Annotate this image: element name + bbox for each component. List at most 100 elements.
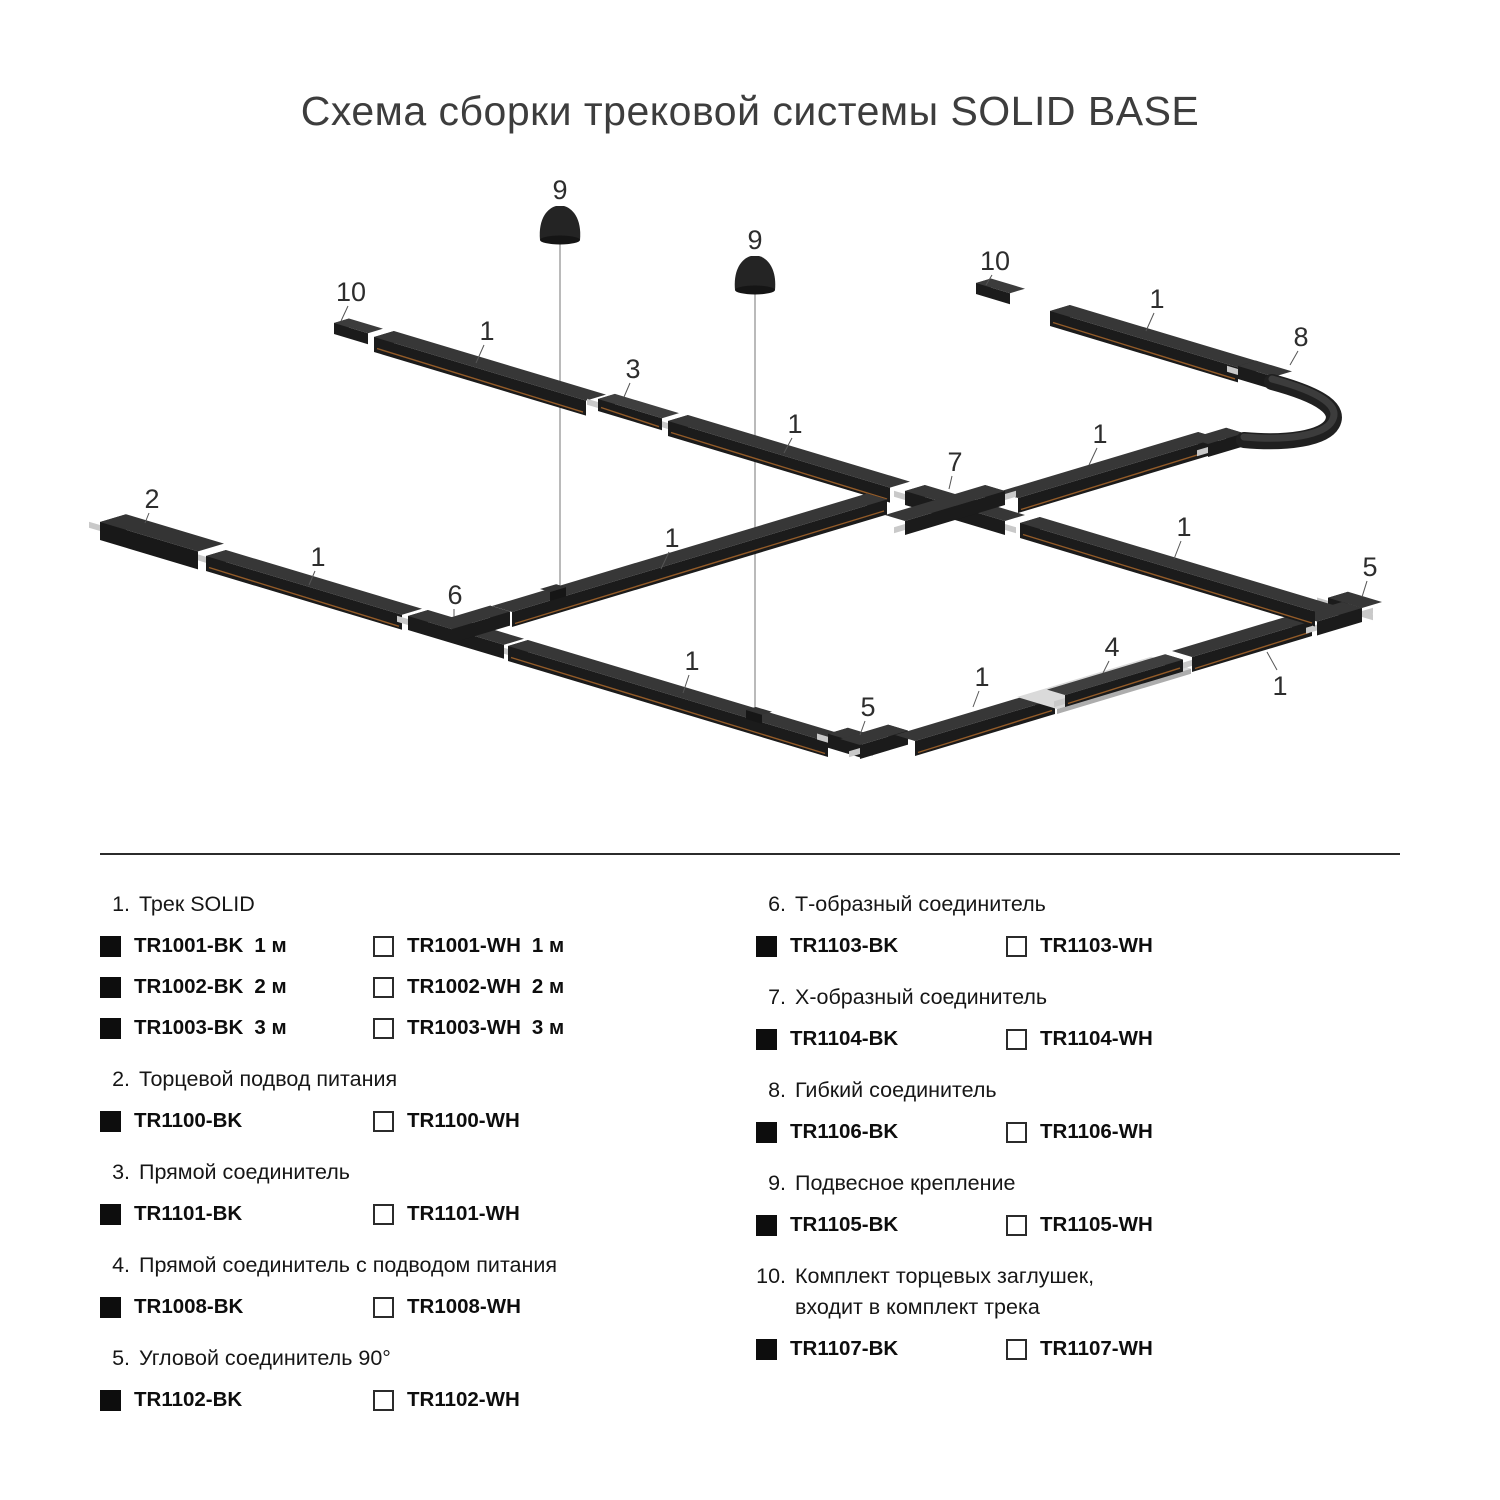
label-leader-line: [1102, 660, 1110, 674]
item-title-line2: входит в комплект трека: [795, 1295, 1040, 1319]
code-cell: TR1100-BK: [100, 1109, 373, 1133]
label-leader-line: [1173, 540, 1182, 560]
item-name: Подвесное крепление: [795, 1171, 1016, 1195]
part-number-label: 1: [310, 542, 325, 572]
code-cell: TR1107-WH: [1006, 1337, 1164, 1361]
label-leader-line: [972, 690, 980, 708]
track-piece: [998, 432, 1218, 513]
item-number: 6.: [768, 892, 786, 916]
endcap-piece: [976, 278, 1025, 305]
code-cell: TR1105-BK: [756, 1213, 1006, 1237]
code-cell: TR1107-BK: [756, 1337, 1006, 1361]
product-code: TR1104-WH: [1040, 1027, 1153, 1050]
part-number-label: 2: [144, 484, 159, 514]
item-title: 1.Трек SOLID: [100, 892, 756, 917]
corner-connector-piece: [817, 724, 919, 759]
item-title: 3. Прямой соединитель: [100, 1160, 756, 1185]
track-piece: [492, 493, 887, 627]
code-cell: TR1104-WH: [1006, 1027, 1164, 1051]
part-number-label: 1: [1092, 419, 1107, 449]
white-color-swatch: [1006, 1214, 1027, 1236]
code-cell: TR1105-WH: [1006, 1213, 1164, 1237]
label-leader-line: [1361, 580, 1368, 598]
product-code: TR1103-WH: [1040, 934, 1153, 957]
track-piece: [1172, 615, 1312, 672]
part-number-label: 9: [552, 175, 567, 205]
black-color-swatch: [100, 1110, 121, 1132]
label-leader-line: [783, 437, 793, 454]
item-number: 1.: [112, 892, 130, 916]
straight-connector-piece: [587, 393, 679, 431]
item-number: 10.: [756, 1264, 786, 1288]
part-number-label: 1: [664, 523, 679, 553]
white-color-swatch: [373, 976, 394, 998]
track-piece: [1050, 305, 1258, 383]
item-title: 4.Прямой соединитель с подводом питания: [100, 1253, 756, 1278]
product-code: TR1003-BK: [134, 1016, 244, 1039]
item-title: 6.Т-образный соединитель: [756, 892, 1440, 917]
label-leader-line: [340, 305, 349, 322]
item-title: 8.Гибкий соединитель: [756, 1078, 1440, 1103]
white-color-swatch: [1006, 935, 1027, 957]
part-number-label: 3: [625, 354, 640, 384]
item-number: 2.: [112, 1067, 130, 1091]
item-number: 8.: [768, 1078, 786, 1102]
part-number-label: 1: [974, 662, 989, 692]
product-code: TR1100-WH: [407, 1109, 520, 1132]
product-code: TR1106-BK: [790, 1120, 899, 1143]
label-leader-line: [144, 512, 150, 524]
item-name: Комплект торцевых заглушек,: [795, 1264, 1095, 1288]
item-title: 5.Угловой соединитель 90°: [100, 1346, 756, 1371]
track-piece: [668, 415, 910, 503]
label-leader-line: [682, 674, 690, 694]
code-cell: TR1104-BK: [756, 1027, 1006, 1051]
product-code: TR1102-WH: [407, 1388, 520, 1411]
part-number-label: 4: [1104, 632, 1119, 662]
length-note: 1 м: [254, 934, 287, 957]
item-name: Прямой соединитель: [139, 1160, 351, 1184]
legend-item: 10. Комплект торцевых заглушек, входит в к…: [756, 1264, 1440, 1361]
endcap-piece: [334, 318, 383, 345]
code-row: TR1100-BK TR1100-WH: [100, 1109, 756, 1133]
pendant-mount-piece: [539, 206, 581, 245]
track-piece: [206, 550, 422, 630]
product-code: TR1105-WH: [1040, 1213, 1153, 1236]
length-note: 2 м: [531, 975, 565, 998]
black-color-swatch: [756, 1338, 777, 1360]
black-color-swatch: [756, 1121, 777, 1143]
track-piece: [508, 640, 848, 757]
code-cell: TR1106-WH: [1006, 1120, 1164, 1144]
product-code: TR1101-WH: [407, 1202, 520, 1225]
pendant-mount-piece: [734, 256, 776, 295]
product-code: TR1002-BK: [134, 975, 244, 998]
label-leader-line: [1088, 447, 1098, 466]
product-code: TR1103-BK: [790, 934, 899, 957]
label-leader-line: [859, 720, 866, 736]
x-connector-piece: [885, 485, 1025, 535]
white-color-swatch: [373, 1110, 394, 1132]
part-number-label: 1: [479, 316, 494, 346]
label-leader-line: [660, 551, 670, 570]
code-cell: TR1100-WH: [373, 1109, 531, 1133]
white-color-swatch: [373, 935, 394, 957]
product-code: TR1106-WH: [1040, 1120, 1153, 1143]
item-number: 3.: [112, 1160, 130, 1184]
product-code: TR1008-WH: [407, 1295, 521, 1318]
label-leader-line: [308, 570, 316, 586]
